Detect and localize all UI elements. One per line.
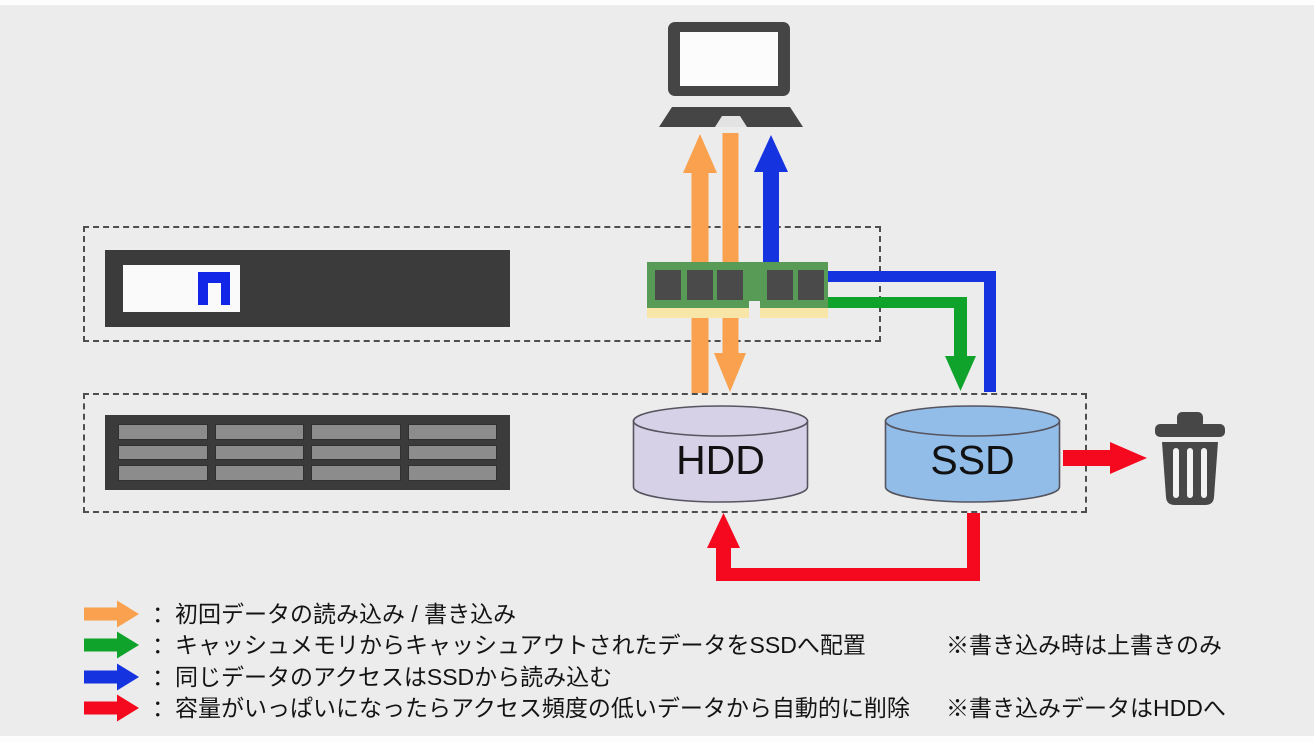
legend-note: ※書き込みデータはHDDへ <box>946 695 1226 721</box>
drive-slot <box>214 465 304 481</box>
top-edge <box>0 0 1314 5</box>
legend-text: ：キャッシュメモリからキャッシュアウトされたデータをSSDへ配置 <box>152 632 866 658</box>
red-writeback-arrow <box>707 513 980 581</box>
blue-arrow-icon <box>84 663 139 691</box>
controller-dashed-box <box>83 226 881 342</box>
drive-slot <box>311 424 401 440</box>
legend-item-initial-io: ：初回データの読み込み / 書き込み <box>84 600 1284 628</box>
netapp-n-logo <box>198 272 230 305</box>
ssd-label: SSD <box>930 437 1014 483</box>
drive-slot <box>214 444 304 461</box>
legend-item-cacheout: ：キャッシュメモリからキャッシュアウトされたデータをSSDへ配置 ※書き込み時は… <box>84 631 1284 659</box>
ram-contacts <box>647 308 828 318</box>
bottom-edge <box>0 736 1314 742</box>
ram-chip <box>767 270 793 300</box>
drive-slot <box>118 424 208 440</box>
ram-module-icon <box>647 262 828 318</box>
green-arrow-icon <box>84 631 139 659</box>
legend-note: ※書き込み時は上書きのみ <box>946 632 1222 658</box>
red-arrow-icon <box>84 694 139 722</box>
drive-slot <box>407 465 497 481</box>
orange-arrow-icon <box>84 600 139 628</box>
drive-slot <box>407 424 497 440</box>
drive-slot <box>214 424 304 440</box>
drive-slot <box>407 444 497 461</box>
legend-text: ：同じデータのアクセスはSSDから読み込む <box>152 664 613 690</box>
drive-slot <box>118 444 208 461</box>
ram-chip <box>798 270 824 300</box>
storage-controller-icon <box>105 250 510 327</box>
hdd-label: HDD <box>676 437 765 483</box>
controller-logo-plate <box>123 265 240 312</box>
legend-text: ：初回データの読み込み / 書き込み <box>152 601 517 627</box>
drive-slot <box>311 465 401 481</box>
ssd-cylinder: SSD <box>884 405 1061 503</box>
ram-chip <box>687 270 713 300</box>
green-cacheout-arrow <box>822 297 976 391</box>
legend-text: ：容量がいっぱいになったらアクセス頻度の低いデータから自動的に削除 <box>152 695 910 721</box>
legend-item-auto-delete: ：容量がいっぱいになったらアクセス頻度の低いデータから自動的に削除 ※書き込みデ… <box>84 694 1284 722</box>
drive-slot <box>311 444 401 461</box>
trash-icon <box>1155 412 1225 505</box>
disk-shelf-icon <box>105 415 510 490</box>
red-delete-arrow <box>1063 442 1147 474</box>
legend-item-ssd-read: ：同じデータのアクセスはSSDから読み込む <box>84 663 1284 691</box>
drive-slot <box>118 465 208 481</box>
hdd-cylinder: HDD <box>632 405 809 503</box>
ram-chip <box>717 270 743 300</box>
laptop-icon <box>659 22 803 127</box>
blue-ssd-read-arrow <box>754 135 996 392</box>
ram-chip <box>655 270 681 300</box>
